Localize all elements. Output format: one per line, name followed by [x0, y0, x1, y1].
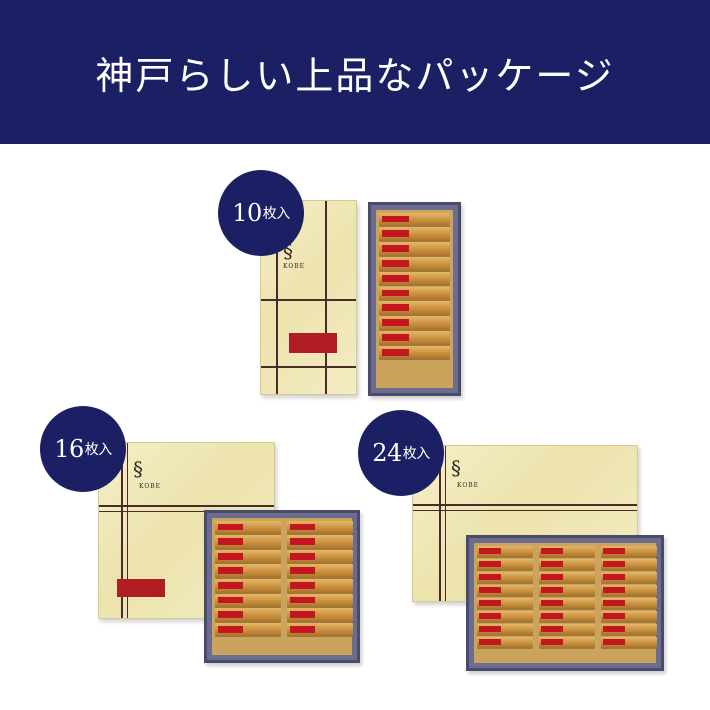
cookie-item — [287, 579, 353, 593]
cookie-item — [601, 571, 657, 584]
cookie-item — [477, 584, 533, 597]
brand-logo: KOBE — [457, 482, 480, 489]
cookie-item — [539, 571, 595, 584]
cookie-item — [539, 545, 595, 558]
cookie-item — [287, 593, 353, 608]
cookie-item — [215, 622, 281, 637]
cookie-item — [539, 597, 595, 610]
cookie-item — [215, 608, 281, 622]
logo-swirl-icon: § — [283, 239, 293, 263]
cookie-column — [287, 520, 353, 637]
cookie-item — [215, 579, 281, 593]
cookie-item — [379, 301, 450, 315]
cookie-column — [539, 545, 595, 649]
cookie-item — [539, 584, 595, 597]
cookie-item — [477, 545, 533, 558]
cookie-item — [477, 623, 533, 636]
cookie-item — [215, 520, 281, 535]
cookie-item — [477, 610, 533, 623]
cookie-item — [601, 597, 657, 610]
cookie-item — [539, 623, 595, 636]
cookie-item — [379, 286, 450, 301]
cookie-column — [379, 212, 450, 360]
cookie-item — [477, 636, 533, 649]
cookie-item — [379, 345, 450, 360]
cookie-item — [287, 520, 353, 535]
cookie-item — [539, 636, 595, 649]
cookie-item — [215, 535, 281, 549]
cookie-item — [601, 584, 657, 597]
cookie-item — [287, 549, 353, 564]
header-banner: 神戸らしい上品なパッケージ — [0, 0, 710, 144]
logo-swirl-icon: § — [133, 457, 143, 481]
cookie-item — [379, 227, 450, 241]
cookie-item — [287, 622, 353, 637]
cookie-item — [477, 597, 533, 610]
cookie-item — [601, 610, 657, 623]
open-tray-16 — [204, 510, 360, 663]
product-label — [289, 333, 337, 353]
cookie-item — [215, 593, 281, 608]
cookie-item — [379, 330, 450, 345]
cookie-item — [379, 212, 450, 227]
cookie-item — [601, 558, 657, 571]
cookie-item — [215, 549, 281, 564]
banner-title: 神戸らしい上品なパッケージ — [95, 53, 615, 98]
cookie-column — [601, 545, 657, 649]
cookie-item — [379, 271, 450, 286]
cookie-item — [379, 256, 450, 271]
cookie-item — [287, 608, 353, 622]
cookie-item — [379, 242, 450, 256]
open-tray-24 — [466, 535, 664, 671]
cookie-item — [539, 558, 595, 571]
cookie-item — [601, 636, 657, 649]
cookie-item — [287, 535, 353, 549]
cookie-item — [477, 571, 533, 584]
open-tray-10 — [368, 202, 461, 396]
cookie-column — [215, 520, 281, 637]
product-label — [117, 579, 165, 597]
cookie-item — [601, 545, 657, 558]
box-lid-16: § KOBE — [98, 442, 275, 619]
brand-logo: KOBE — [283, 263, 306, 270]
cookie-column — [477, 545, 533, 649]
cookie-item — [601, 623, 657, 636]
brand-logo: KOBE — [139, 483, 162, 490]
cookie-item — [215, 564, 281, 578]
cookie-item — [379, 316, 450, 330]
cookie-item — [477, 558, 533, 571]
logo-swirl-icon: § — [451, 456, 461, 480]
cookie-item — [539, 610, 595, 623]
cookie-item — [287, 564, 353, 578]
